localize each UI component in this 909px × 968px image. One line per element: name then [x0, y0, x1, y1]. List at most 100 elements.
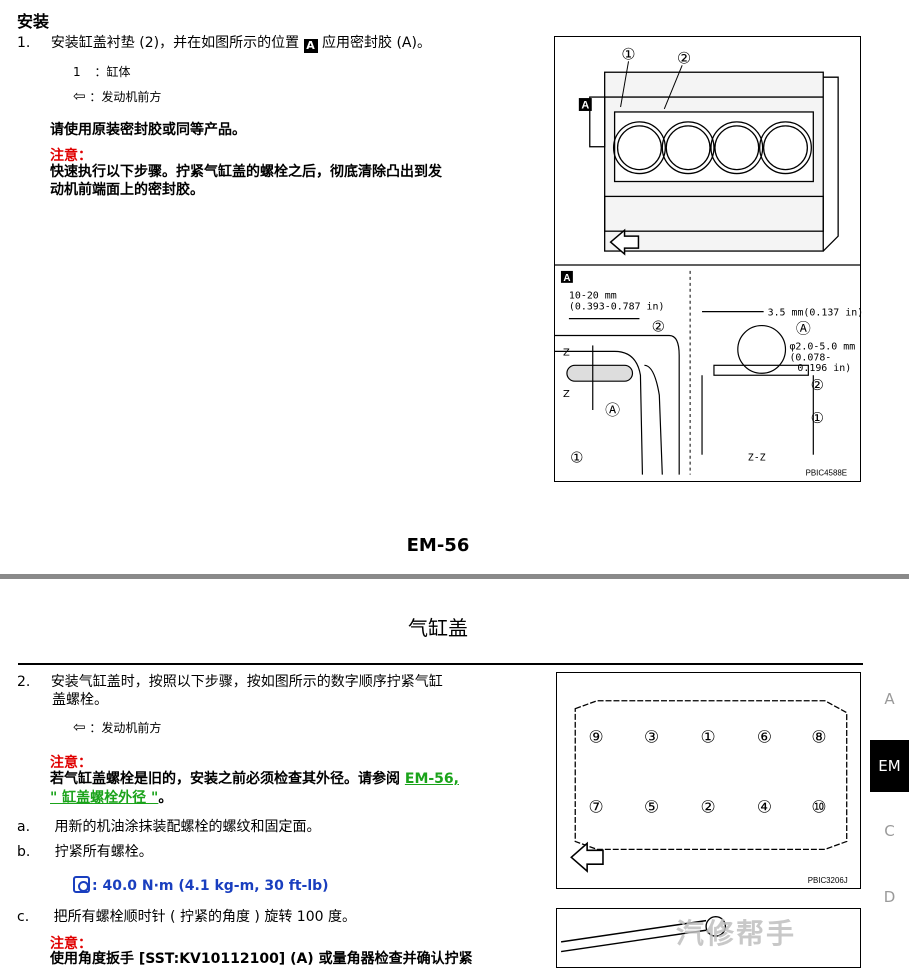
- step-2-number: 2.: [17, 674, 31, 690]
- cylinder-head-outline: [574, 700, 848, 851]
- step-1: 1. 安装缸盖衬垫 (2)，并在如图所示的位置 A 应用密封胶 (A)。: [17, 34, 431, 53]
- bolt-sequence-number: ⑦: [588, 797, 603, 817]
- caution-title: 注意：: [50, 148, 92, 164]
- callout-2: ②: [811, 376, 824, 394]
- callout-1: ①: [811, 409, 824, 427]
- side-tab-em[interactable]: EM: [870, 740, 909, 792]
- dimension-text: (0.393-0.787 in): [569, 302, 665, 313]
- caution-text: 若气缸盖螺栓是旧的，安装之前必须检查其外径。请参阅: [50, 771, 400, 787]
- bolt-sequence-number: ⑩: [811, 797, 826, 817]
- dimension-text: 3.5 mm(0.137 in): [768, 308, 864, 319]
- bolt-sequence-number: ⑨: [588, 726, 603, 746]
- legend-item-1: 1 ：缸体: [73, 63, 130, 80]
- step-2: 2. 安装气缸盖时，按照以下步骤，按如图所示的数字顺序拧紧气缸: [17, 673, 443, 691]
- bolt-row-top: ⑨ ③ ① ⑥ ⑧: [588, 726, 826, 746]
- page-title: 气缸盖: [408, 616, 468, 640]
- legend-number: 1: [73, 65, 81, 79]
- front-arrow-icon: [609, 228, 640, 256]
- caution-title: 注意：: [50, 755, 92, 771]
- bolt-sequence-number: ②: [700, 797, 715, 817]
- callout-a: Ⓐ: [796, 320, 811, 338]
- watermark: 汽修帮手: [676, 917, 797, 950]
- caution-line: 快速执行以下步骤。拧紧气缸盖的螺栓之后，彻底清除凸出到发: [50, 164, 442, 180]
- step-2-text-cont: 盖螺栓。: [52, 692, 108, 708]
- z-label: Z: [563, 389, 570, 400]
- figure-1-svg: A ① ② A 10-20 mm (0.393-0.787 in) Z Z ② …: [555, 44, 863, 478]
- step-1-text-a: 安装缸盖衬垫 (2)，并在如图所示的位置: [50, 35, 300, 51]
- step-a-letter: a.: [17, 819, 31, 835]
- step-c-text: 把所有螺栓顺时针 ( 拧紧的角度 ) 旋转 100 度。: [53, 909, 356, 925]
- page-footer: EM-56: [406, 535, 470, 556]
- label-a-box: [578, 98, 592, 111]
- dimension-text: 0.196 in): [797, 363, 851, 374]
- front-arrow-icon: ⇦: [73, 718, 86, 736]
- step-c-letter: c.: [17, 909, 30, 925]
- figure-code: PBIC4588E: [806, 469, 847, 478]
- page-separator: [0, 574, 909, 579]
- bolt-sequence-number: ⑧: [811, 726, 826, 746]
- legend-item-2: ⇦ ：发动机前方: [73, 87, 161, 105]
- cylinder-block-drawing: [589, 71, 839, 252]
- caution-title: 注意：: [50, 936, 92, 952]
- step-c: c. 把所有螺栓顺时针 ( 拧紧的角度 ) 旋转 100 度。: [17, 908, 356, 926]
- callout-a: Ⓐ: [605, 401, 620, 419]
- bolt-row-bottom: ⑦ ⑤ ② ④ ⑩: [588, 797, 826, 817]
- step-2-text: 安装气缸盖时，按照以下步骤，按如图所示的数字顺序拧紧气缸: [50, 674, 443, 690]
- legend-text: ：缸体: [94, 65, 131, 79]
- bolt-sequence-number: ⑥: [757, 726, 772, 746]
- section-heading: 安装: [17, 12, 50, 31]
- callout-2: ②: [677, 48, 691, 67]
- bead-section-drawing: [701, 311, 814, 455]
- legend-item: ⇦ ：发动机前方: [73, 718, 161, 736]
- caution-line: 动机前端面上的密封胶。: [50, 182, 204, 198]
- link-em56[interactable]: EM-56,: [404, 771, 459, 787]
- caution-text: 。: [158, 790, 173, 806]
- figure-cylinder-block: A ① ② A 10-20 mm (0.393-0.787 in) Z Z ② …: [554, 36, 863, 482]
- box-a-icon: A: [303, 39, 318, 53]
- sealant-note: 请使用原装密封胶或同等产品。: [50, 122, 246, 138]
- step-b-text: 拧紧所有螺栓。: [54, 844, 153, 860]
- step-1-text-b: 应用密封胶 (A)。: [322, 35, 431, 51]
- figure-angle-wrench: [556, 908, 861, 968]
- gasket-section-drawing: [555, 318, 680, 475]
- figure-2-svg: ⑨ ③ ① ⑥ ⑧ ⑦ ⑤ ② ④ ⑩ PBIC3206J: [570, 700, 848, 885]
- bolt-sequence-number: ⑤: [644, 797, 659, 817]
- step-b-letter: b.: [17, 844, 31, 860]
- step-a: a. 用新的机油涂抹装配螺栓的螺纹和固定面。: [17, 818, 320, 836]
- bolt-sequence-number: ④: [757, 797, 772, 817]
- z-label: Z: [563, 347, 570, 358]
- header-rule: [18, 663, 863, 665]
- label-a: A: [581, 99, 589, 111]
- callout-2: ②: [652, 318, 665, 336]
- torque-wrench-icon: [73, 876, 90, 893]
- section-label: Z-Z: [748, 453, 766, 464]
- link-bolt-diameter[interactable]: " 缸盖螺栓外径 ": [50, 790, 159, 806]
- legend-text: ：发动机前方: [89, 721, 162, 735]
- dimension-text: φ2.0-5.0 mm: [789, 341, 855, 352]
- figure-code: PBIC3206J: [808, 876, 848, 885]
- side-tab-c[interactable]: C: [884, 822, 895, 840]
- caution-line: " 缸盖螺栓外径 "。: [50, 789, 172, 807]
- torque-spec: : 40.0 N·m (4.1 kg-m, 30 ft-lb): [73, 876, 329, 894]
- caution-line: 使用角度扳手 [SST:KV10112100] (A) 或量角器检查并确认拧紧: [50, 951, 473, 967]
- label-a: A: [563, 273, 570, 284]
- dimension-text: 10-20 mm: [569, 291, 617, 302]
- figure-bolt-sequence: ⑨ ③ ① ⑥ ⑧ ⑦ ⑤ ② ④ ⑩ PBIC3206J: [556, 672, 861, 889]
- step-b: b. 拧紧所有螺栓。: [17, 843, 153, 861]
- label-a-box: [560, 270, 573, 283]
- step-a-text: 用新的机油涂抹装配螺栓的螺纹和固定面。: [54, 819, 321, 835]
- front-arrow-icon: [570, 841, 604, 873]
- front-arrow-icon: ⇦: [73, 87, 86, 105]
- torque-value: : 40.0 N·m (4.1 kg-m, 30 ft-lb): [92, 878, 329, 894]
- side-tab-d[interactable]: D: [883, 888, 896, 906]
- side-tab-a[interactable]: A: [884, 690, 895, 708]
- callout-1: ①: [621, 44, 635, 63]
- callout-1: ①: [570, 449, 583, 467]
- dimension-text: (0.078-: [789, 352, 831, 363]
- bolt-sequence-number: ③: [644, 726, 659, 746]
- step-1-number: 1.: [17, 35, 31, 51]
- figure-3-svg: [560, 916, 727, 953]
- legend-text: ：发动机前方: [89, 90, 162, 104]
- caution-line: 若气缸盖螺栓是旧的，安装之前必须检查其外径。请参阅 EM-56,: [50, 770, 459, 788]
- bolt-sequence-number: ①: [700, 726, 715, 746]
